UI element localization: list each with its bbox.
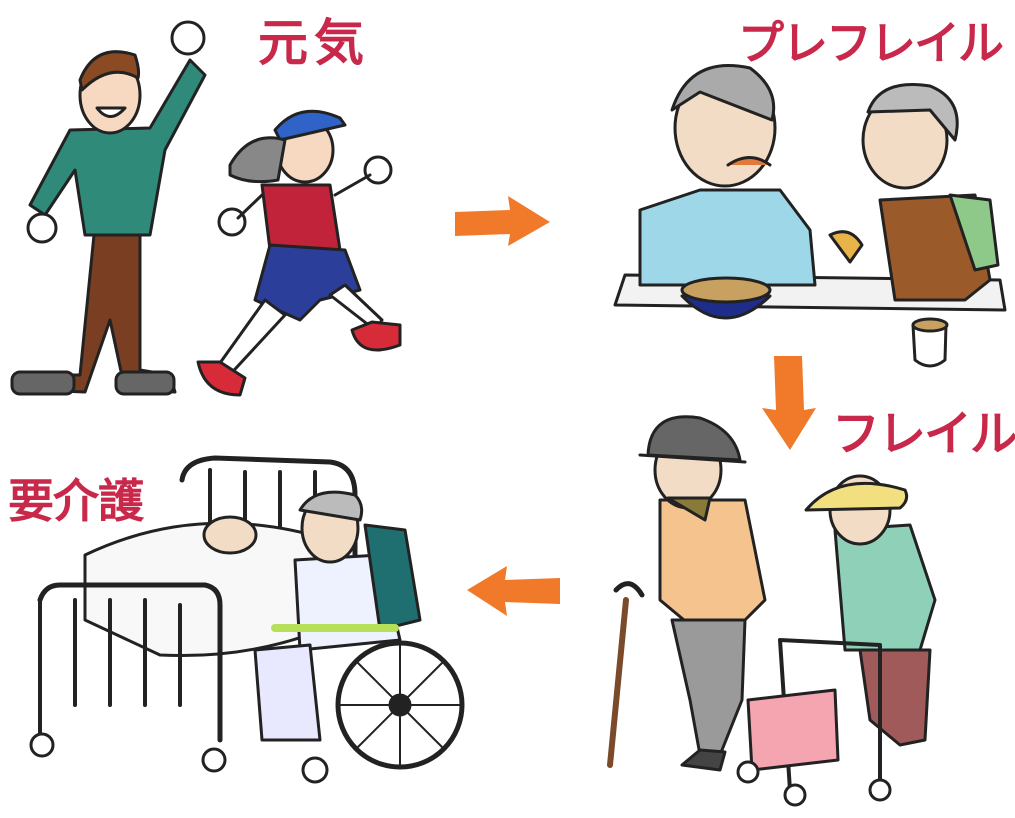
- arrow-down-icon: [762, 356, 816, 450]
- stage-label-needs-care: 要介護: [8, 474, 144, 528]
- arrow-right-icon: [455, 196, 550, 246]
- stage-label-pre-frail: プレフレイル: [738, 16, 1004, 70]
- arrow-left-icon: [467, 566, 560, 616]
- stage-label-frail: フレイル: [832, 406, 1015, 462]
- stage-label-healthy: 元気: [258, 14, 370, 72]
- healthy-woman-runner-figure: [196, 109, 402, 397]
- healthy-man-figure: [10, 20, 207, 396]
- pre-frail-eating-couple-figure: [613, 64, 1007, 368]
- care-bed-and-wheelchair-figure: [29, 455, 465, 784]
- frail-couple-with-cane-and-walker-figure: [607, 415, 937, 807]
